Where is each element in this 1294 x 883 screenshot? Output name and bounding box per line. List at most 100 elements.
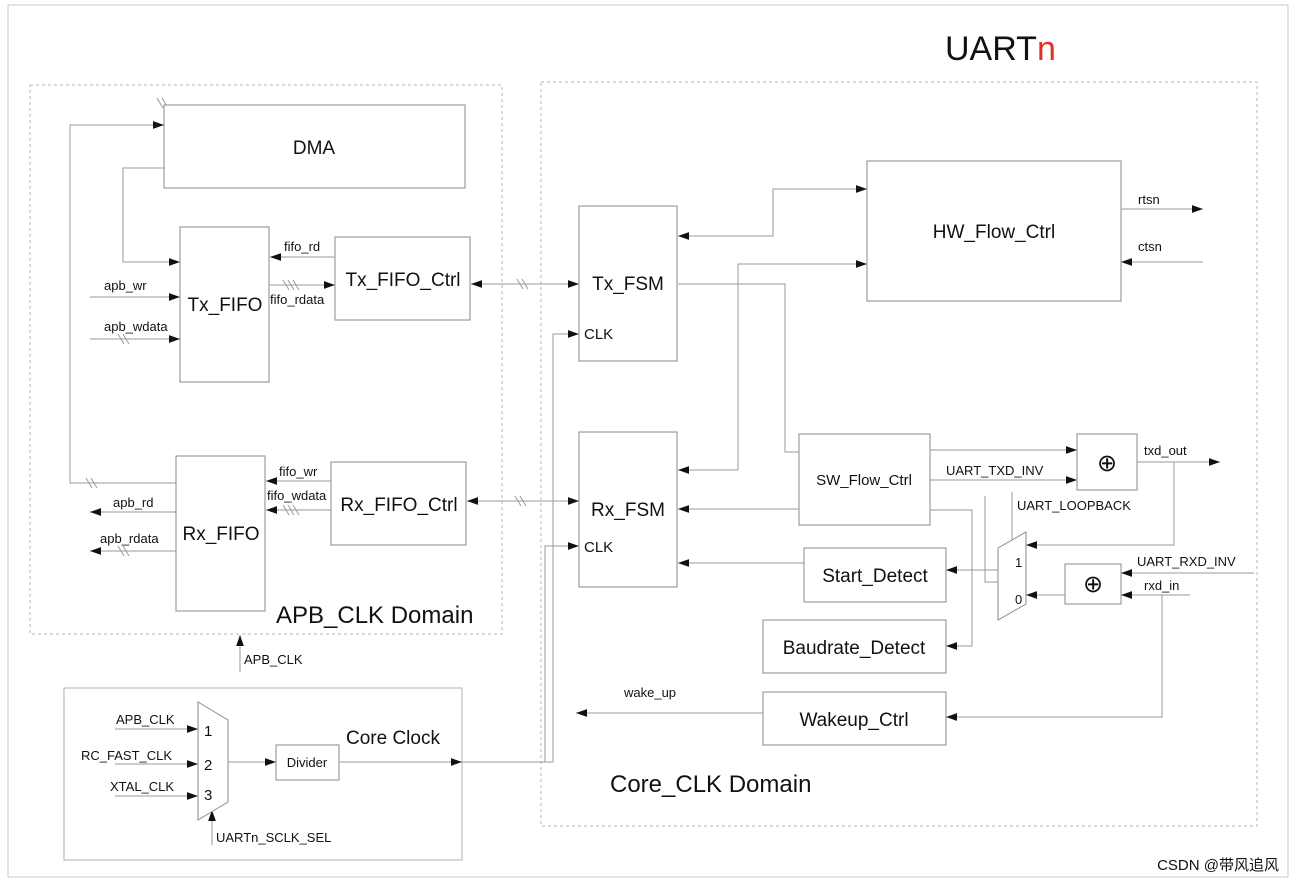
wire-txfsm-swflow bbox=[678, 283, 799, 453]
tick-rdata-a2 bbox=[122, 545, 130, 557]
core-domain-label: Core_CLK Domain bbox=[610, 771, 811, 798]
txd-xor-gate: ⊕ bbox=[1076, 433, 1138, 491]
label-apb-rd: apb_rd bbox=[113, 495, 153, 510]
tick-rxbus-1 bbox=[514, 495, 522, 507]
tick-wdata-r2 bbox=[287, 504, 295, 516]
txd-xor-icon: ⊕ bbox=[1097, 450, 1117, 477]
outer-frame bbox=[7, 4, 1289, 878]
divider-label: Divider bbox=[287, 755, 328, 770]
sw-flow-ctrl-label: SW_Flow_Ctrl bbox=[816, 472, 912, 489]
wire-dma-txfifo bbox=[122, 167, 180, 266]
tick-wdata-r1 bbox=[282, 504, 290, 516]
baudrate-detect-block: Baudrate_Detect bbox=[762, 619, 947, 674]
tick-rdata-3 bbox=[292, 279, 300, 291]
rx-fifo-ctrl-label: Rx_FIFO_Ctrl bbox=[340, 495, 457, 516]
wire-txd-loopback bbox=[1026, 462, 1175, 549]
wire-core-clock-bus bbox=[462, 333, 579, 763]
label-rxd-in: rxd_in bbox=[1144, 578, 1179, 593]
label-xtal-clk: XTAL_CLK bbox=[110, 779, 174, 794]
apb-domain-boundary bbox=[29, 84, 503, 635]
label-apb-clk-in: APB_CLK bbox=[244, 652, 303, 667]
wire-swflow-baud bbox=[930, 509, 973, 650]
label-sclk-sel: UARTn_SCLK_SEL bbox=[216, 830, 331, 845]
label-apb-rdata: apb_rdata bbox=[100, 531, 159, 546]
start-detect-label: Start_Detect bbox=[822, 566, 928, 587]
label-core-clock: Core Clock bbox=[346, 728, 440, 749]
start-detect-block: Start_Detect bbox=[803, 547, 947, 603]
label-fifo-rdata: fifo_rdata bbox=[270, 292, 325, 307]
tick-wdata-2 bbox=[122, 333, 130, 345]
label-fifo-wr: fifo_wr bbox=[279, 464, 318, 479]
rx-fifo-ctrl-block: Rx_FIFO_Ctrl bbox=[330, 461, 467, 546]
watermark: CSDN @带风追风 bbox=[1157, 857, 1279, 874]
tick-rdata-1 bbox=[282, 279, 290, 291]
label-fifo-wdata: fifo_wdata bbox=[267, 488, 327, 503]
tx-clk-label: CLK bbox=[584, 326, 613, 343]
wire-dma-rxfifo-loop bbox=[69, 124, 176, 484]
wakeup-ctrl-block: Wakeup_Ctrl bbox=[762, 691, 947, 746]
loopback-mux-in1: 1 bbox=[1015, 555, 1022, 570]
clock-mux-in3: 3 bbox=[204, 787, 212, 804]
apb-domain-label: APB_CLK Domain bbox=[276, 602, 473, 629]
label-rtsn: rtsn bbox=[1138, 192, 1160, 207]
tick-rdata-2 bbox=[287, 279, 295, 291]
clock-mux-in2: 2 bbox=[204, 757, 212, 774]
label-rc-fast-clk: RC_FAST_CLK bbox=[81, 748, 172, 763]
clock-select-boundary bbox=[63, 687, 463, 861]
tx-fifo-label: Tx_FIFO bbox=[188, 295, 263, 316]
tx-fsm-block: Tx_FSM CLK bbox=[578, 205, 678, 362]
wire-mux-swflow bbox=[984, 496, 998, 583]
diagram-title: UARTn bbox=[945, 30, 1056, 68]
rx-fifo-label: Rx_FIFO bbox=[182, 524, 259, 545]
rxd-xor-gate: ⊕ bbox=[1064, 563, 1122, 605]
label-uart-txd-inv: UART_TXD_INV bbox=[946, 463, 1044, 478]
label-ctsn: ctsn bbox=[1138, 239, 1162, 254]
hw-flow-ctrl-block: HW_Flow_Ctrl bbox=[866, 160, 1122, 302]
clock-mux-in1: 1 bbox=[204, 723, 212, 740]
tick-rx-loop-2 bbox=[90, 477, 98, 489]
label-wake-up: wake_up bbox=[623, 685, 676, 700]
clock-source-mux: 1 2 3 bbox=[197, 701, 229, 821]
tick-wdata-r3 bbox=[292, 504, 300, 516]
label-uart-loopback: UART_LOOPBACK bbox=[1017, 498, 1131, 513]
wire-txfsm-hwflow-bidir bbox=[678, 185, 867, 240]
tx-fifo-ctrl-label: Tx_FIFO_Ctrl bbox=[345, 270, 460, 291]
rx-fsm-label: Rx_FSM bbox=[591, 500, 665, 521]
tx-fifo-block: Tx_FIFO bbox=[179, 226, 270, 383]
rx-fifo-block: Rx_FIFO bbox=[175, 455, 266, 612]
rxd-xor-icon: ⊕ bbox=[1083, 571, 1103, 598]
tx-fifo-ctrl-block: Tx_FIFO_Ctrl bbox=[334, 236, 471, 321]
tick-wdata-1 bbox=[117, 333, 125, 345]
loopback-mux-in0: 0 bbox=[1015, 592, 1022, 607]
hw-flow-ctrl-label: HW_Flow_Ctrl bbox=[933, 222, 1055, 243]
label-uart-rxd-inv: UART_RXD_INV bbox=[1137, 554, 1236, 569]
tick-dma-1 bbox=[156, 97, 164, 109]
wakeup-ctrl-label: Wakeup_Ctrl bbox=[799, 710, 908, 731]
wire-rxd-wakeup bbox=[946, 595, 1163, 721]
sw-flow-ctrl-block: SW_Flow_Ctrl bbox=[798, 433, 931, 526]
baudrate-detect-label: Baudrate_Detect bbox=[783, 638, 926, 659]
label-apb-clk: APB_CLK bbox=[116, 712, 175, 727]
divider-block: Divider bbox=[275, 744, 340, 781]
tick-rx-loop-1 bbox=[85, 477, 93, 489]
loopback-mux: 1 0 bbox=[997, 531, 1027, 621]
wire-clk-rx bbox=[544, 542, 579, 762]
title-suffix: n bbox=[1037, 30, 1056, 68]
tick-rdata-a1 bbox=[117, 545, 125, 557]
label-fifo-rd: fifo_rd bbox=[284, 239, 320, 254]
dma-label: DMA bbox=[293, 138, 336, 159]
tick-txbus-2 bbox=[521, 278, 529, 290]
label-txd-out: txd_out bbox=[1144, 443, 1187, 458]
label-apb-wdata: apb_wdata bbox=[104, 319, 168, 334]
title-main: UART bbox=[945, 30, 1037, 68]
tick-rxbus-2 bbox=[519, 495, 527, 507]
dma-block: DMA bbox=[163, 104, 466, 189]
rx-fsm-block: Rx_FSM CLK bbox=[578, 431, 678, 588]
core-domain-boundary bbox=[540, 81, 1258, 827]
tx-fsm-label: Tx_FSM bbox=[592, 274, 664, 295]
label-apb-wr: apb_wr bbox=[104, 278, 147, 293]
tick-txbus-1 bbox=[516, 278, 524, 290]
wire-rxfsm-hwflow bbox=[678, 260, 867, 474]
rx-clk-label: CLK bbox=[584, 539, 613, 556]
